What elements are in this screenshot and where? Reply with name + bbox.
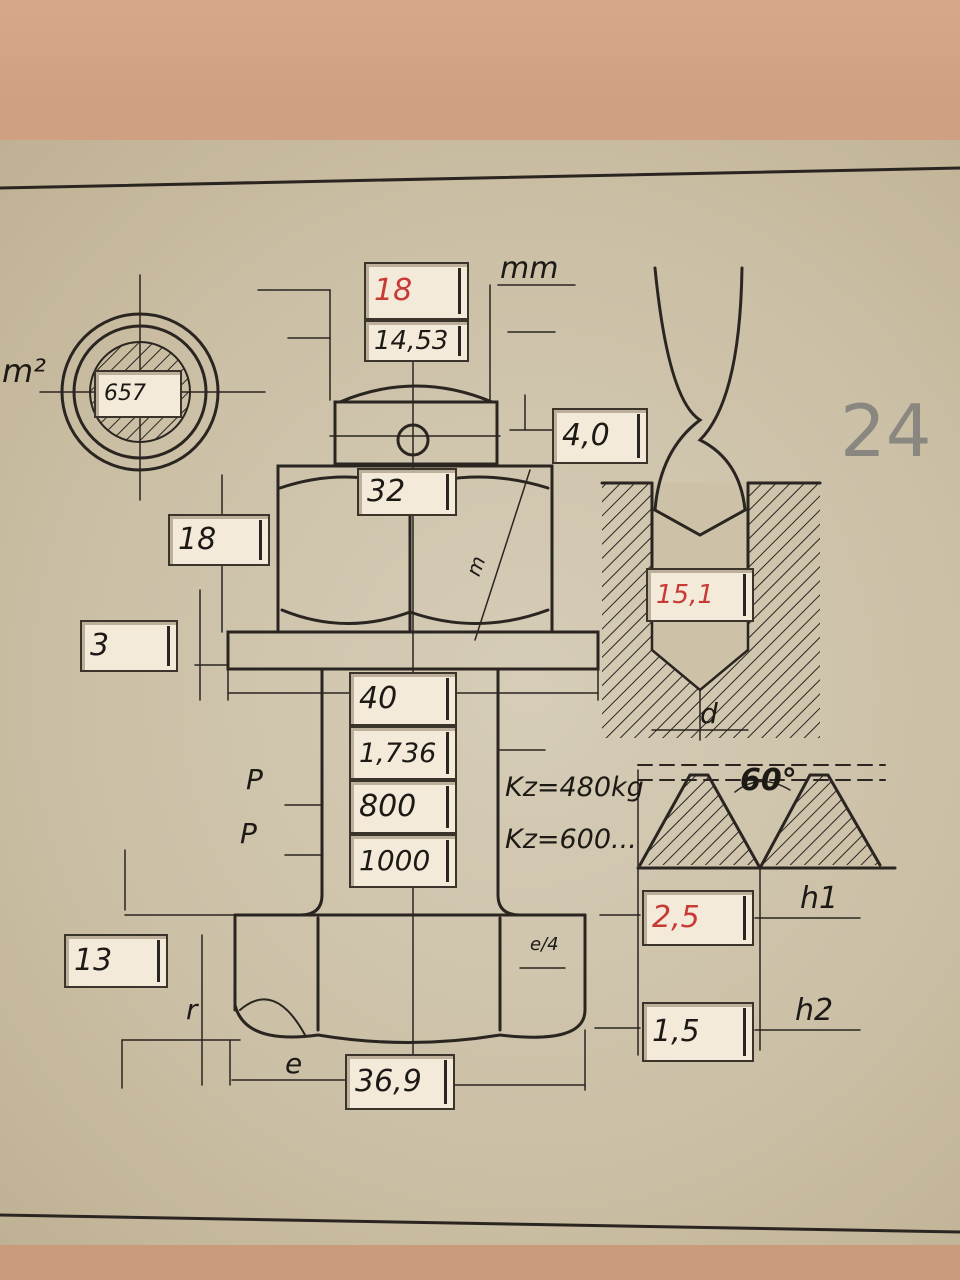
label-e4: e/4 <box>530 934 559 955</box>
value-right-4: 4,0 <box>562 418 610 453</box>
value-col-800: 800 <box>359 789 417 824</box>
window-top-black: 14,53 <box>364 320 469 362</box>
value-bottom-369: 36,9 <box>355 1064 422 1099</box>
window-col-40: 40 <box>349 672 457 726</box>
window-col-800: 800 <box>349 780 457 834</box>
label-h1: h1 <box>800 881 839 916</box>
value-area: 657 <box>104 381 146 406</box>
value-h1-red: 2,5 <box>652 900 700 935</box>
label-mm: mm <box>500 251 559 286</box>
value-left-18: 18 <box>178 522 217 557</box>
window-right-4: 4,0 <box>552 408 648 464</box>
window-col-1736: 1,736 <box>349 726 457 780</box>
value-top-red: 18 <box>374 273 413 308</box>
label-p1: P <box>246 763 263 796</box>
pencil-note: 24 <box>840 389 932 473</box>
bolt-head <box>124 913 587 1044</box>
label-d: d <box>700 697 718 730</box>
value-drill-red: 15,1 <box>656 580 714 610</box>
label-angle: 60° <box>740 763 797 798</box>
value-col-1000: 1000 <box>359 844 431 877</box>
label-kz2: Kz=600... <box>505 824 637 855</box>
window-left-18: 18 <box>168 514 270 566</box>
label-m2: m² <box>2 352 46 390</box>
border-bottom <box>0 1213 960 1234</box>
label-h2: h2 <box>795 993 834 1028</box>
value-top-black: 14,53 <box>374 326 449 356</box>
value-width-32: 32 <box>367 474 406 509</box>
label-p2: P <box>240 817 257 850</box>
label-kz1: Kz=480kg <box>505 772 644 803</box>
window-col-1000: 1000 <box>349 834 457 888</box>
value-h2: 1,5 <box>652 1014 700 1049</box>
window-bottom-369: 36,9 <box>345 1054 455 1110</box>
window-width-32: 32 <box>357 468 457 516</box>
window-drill-red: 15,1 <box>646 568 754 622</box>
value-col-1736: 1,736 <box>359 737 437 769</box>
value-head-13: 13 <box>74 943 113 978</box>
window-h2: 1,5 <box>642 1002 754 1062</box>
window-h1-red: 2,5 <box>642 890 754 946</box>
window-top-red: 18 <box>364 262 469 320</box>
window-head-13: 13 <box>64 934 168 988</box>
value-washer-3: 3 <box>90 628 110 663</box>
washer <box>226 630 600 671</box>
window-area: 657 <box>94 370 182 418</box>
label-r: r <box>186 993 198 1026</box>
thread-profile <box>636 764 897 1056</box>
border-top <box>0 166 960 190</box>
label-e: e <box>285 1047 303 1080</box>
window-washer-3: 3 <box>80 620 178 672</box>
value-col-40: 40 <box>359 681 398 716</box>
drill-hole <box>600 266 822 741</box>
